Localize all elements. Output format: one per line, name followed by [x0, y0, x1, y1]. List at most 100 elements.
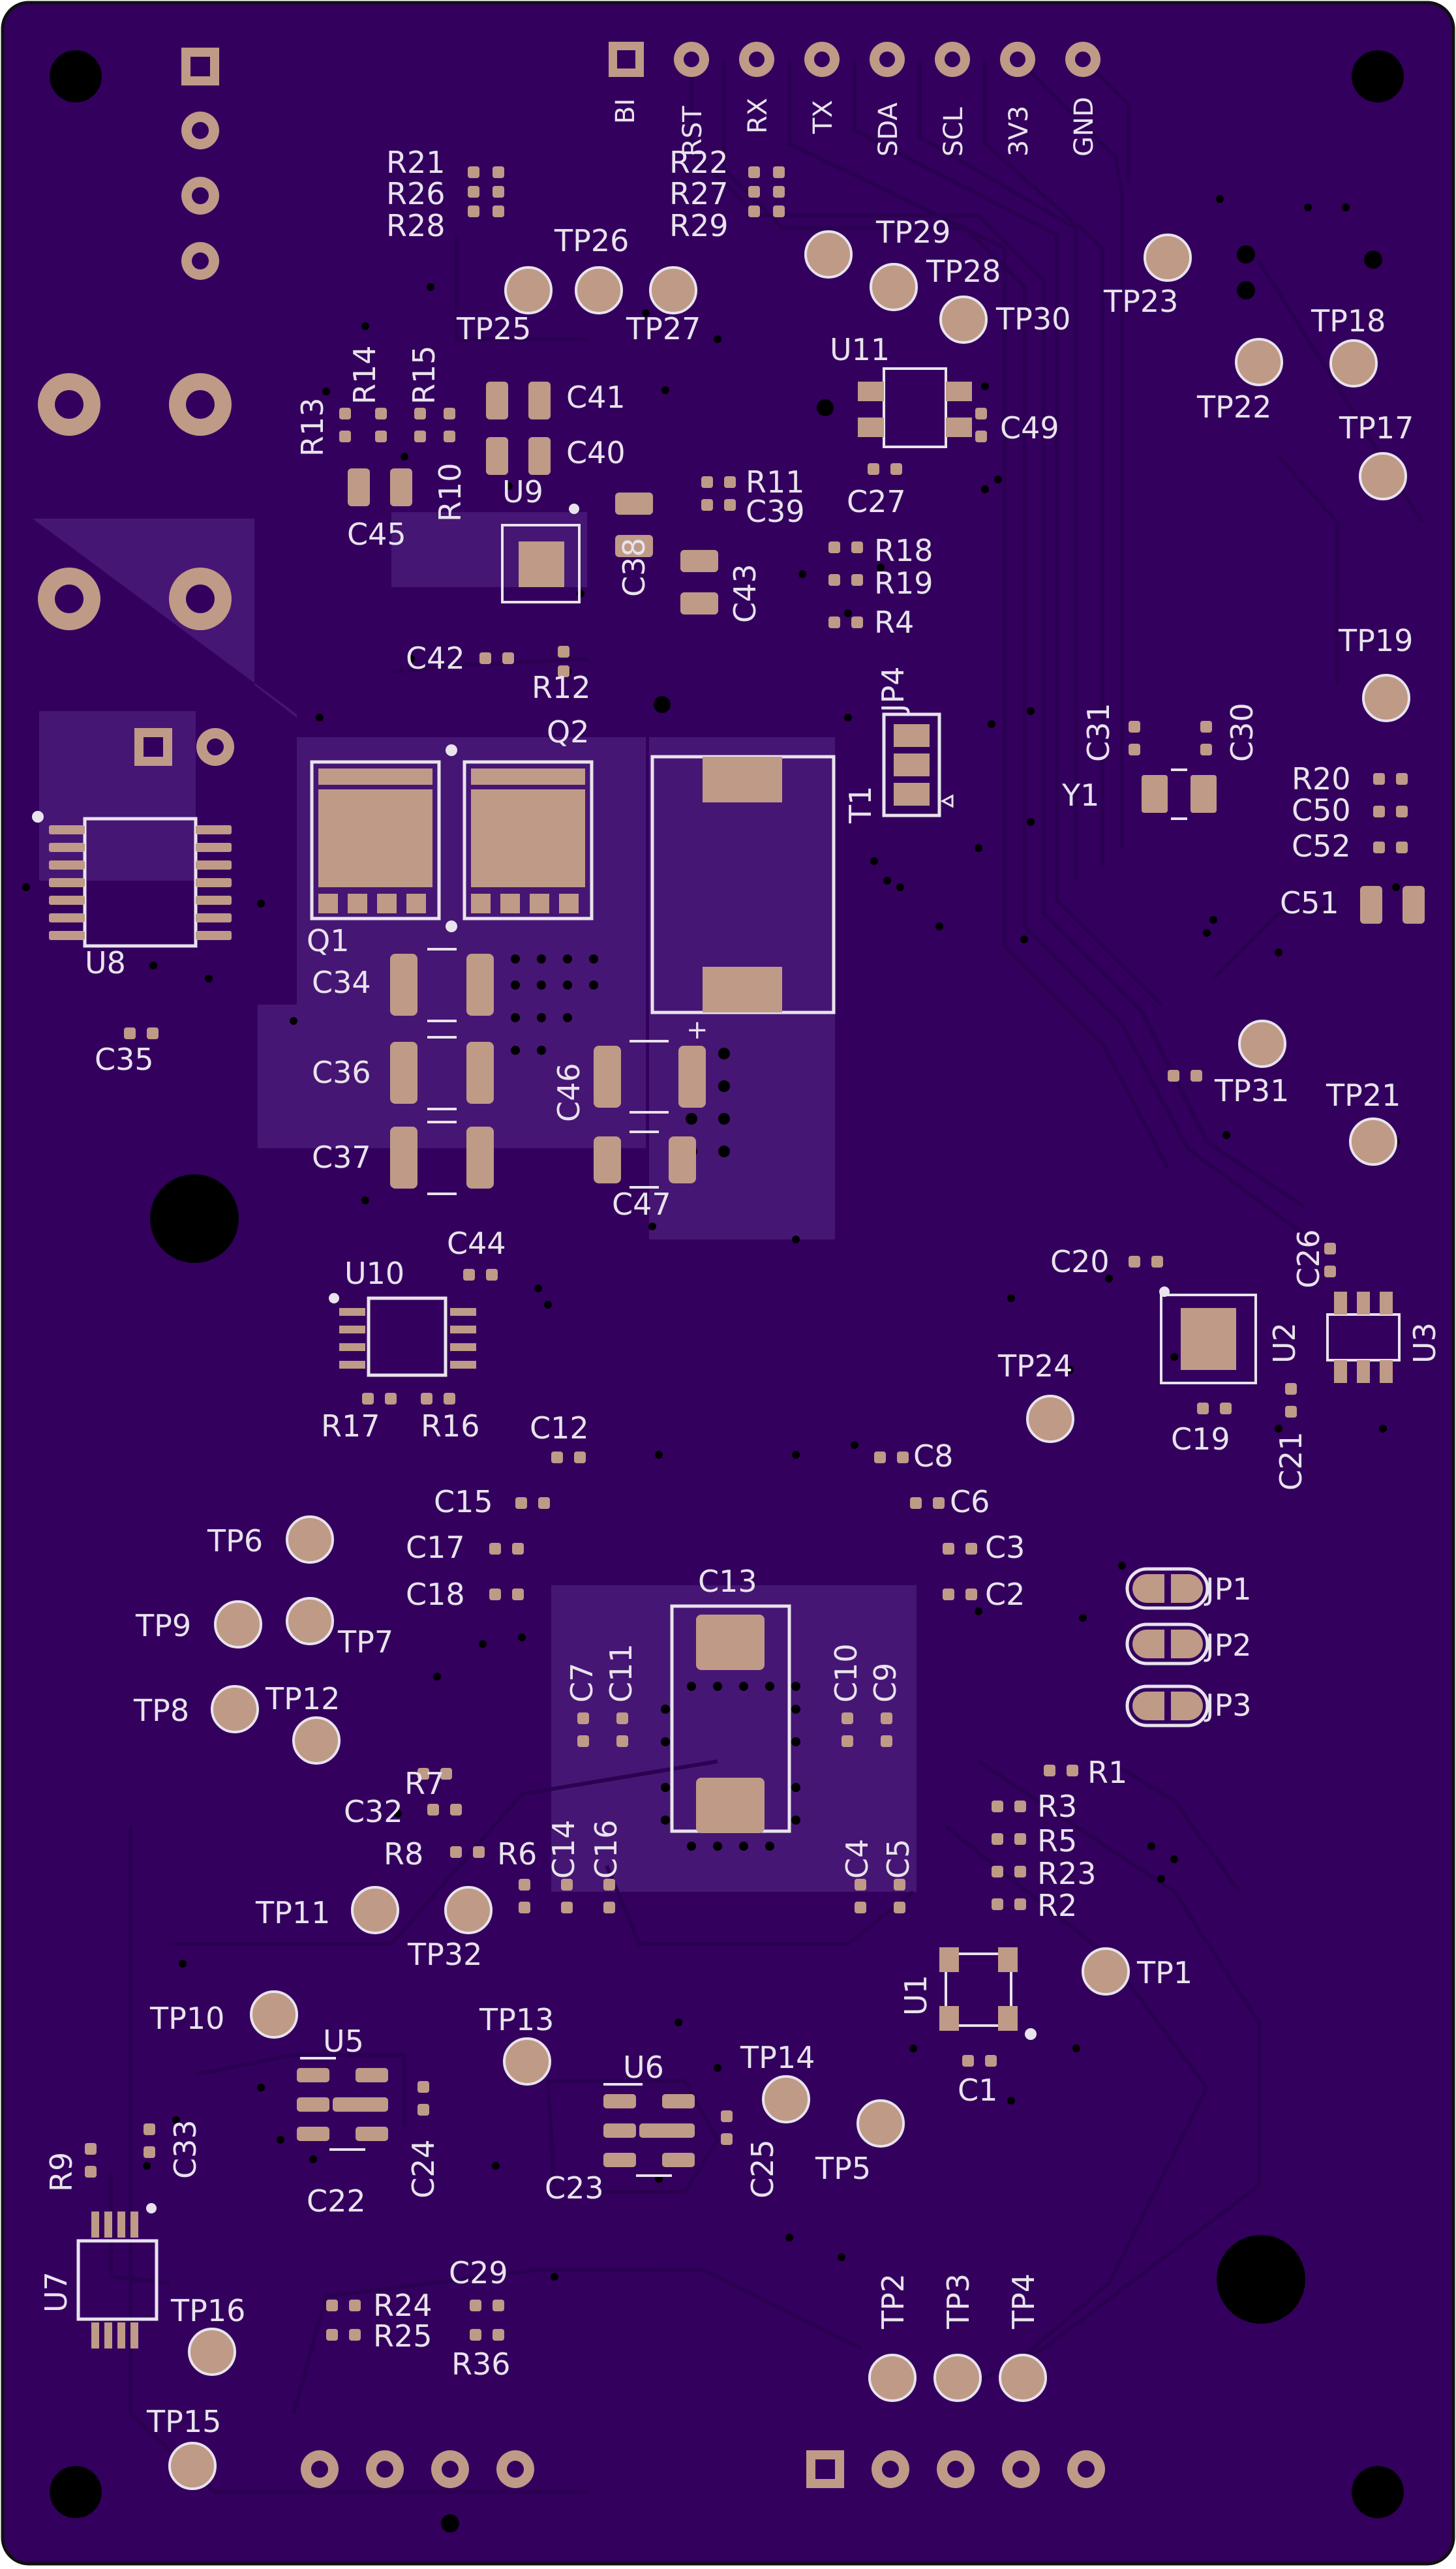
ref-label: T1 [843, 786, 878, 824]
ref-label: R12 [532, 670, 591, 705]
ref-label: TP12 [265, 1681, 340, 1716]
ref-label: C14 [546, 1819, 581, 1879]
ref-label: C31 [1081, 703, 1116, 762]
ref-label: C9 [868, 1663, 903, 1703]
header-pin-label: 3V3 [1004, 106, 1034, 157]
ref-label: TP2 [875, 2273, 911, 2330]
header-pin-label: TX [808, 100, 838, 134]
ref-label: R23 [1037, 1856, 1097, 1891]
battery-connector [134, 728, 234, 766]
ref-label: JP1 [1204, 1572, 1252, 1607]
ref-label: C10 [828, 1643, 864, 1703]
ref-label: TP19 [1338, 623, 1413, 658]
header-pin-label: RST [678, 106, 708, 157]
u5-chip [297, 2057, 388, 2151]
ref-label: TP29 [875, 215, 950, 250]
ref-label: C13 [698, 1564, 757, 1599]
test-points [168, 230, 1410, 2490]
ref-label: U5 [323, 2024, 364, 2059]
ref-label: C30 [1224, 703, 1260, 762]
ref-label: R3 [1037, 1789, 1077, 1824]
left-header [181, 48, 219, 280]
u1-chip [939, 1947, 1037, 2040]
ref-label: U6 [623, 2050, 664, 2085]
bulk-capacitor: + [650, 755, 836, 1045]
ref-label: C21 [1273, 1431, 1309, 1491]
ref-label: C24 [406, 2139, 441, 2198]
ref-label: C41 [566, 380, 626, 415]
ref-label: TP30 [995, 301, 1070, 337]
ref-label: TP13 [479, 2002, 554, 2037]
large-capacitors [348, 382, 1425, 1189]
ref-label: R24 [373, 2288, 432, 2323]
ref-label: C4 [840, 1839, 875, 1879]
ref-label: C27 [847, 484, 906, 519]
ref-label: R19 [874, 566, 933, 601]
ref-label: R28 [386, 208, 446, 243]
ref-label: TP21 [1326, 1078, 1401, 1113]
capacitor-outlines [427, 768, 1187, 1195]
ref-label: TP3 [941, 2273, 976, 2330]
u11-chip [858, 367, 972, 448]
ref-label: R14 [347, 346, 382, 405]
ref-label: C2 [985, 1577, 1025, 1612]
ref-label: C16 [588, 1819, 624, 1879]
ref-label: C15 [434, 1484, 493, 1519]
ref-label: C37 [312, 1140, 371, 1175]
ref-label: R21 [386, 145, 446, 180]
ref-label: R9 [44, 2152, 79, 2192]
header-pin-label: RX [743, 98, 773, 134]
ref-label: R20 [1292, 761, 1351, 797]
u2-chip [1159, 1286, 1257, 1384]
ref-label: C33 [168, 2120, 203, 2179]
ref-label: C35 [95, 1042, 154, 1077]
ref-label: C12 [530, 1410, 589, 1446]
ref-label: C40 [566, 435, 626, 470]
ref-label: C23 [545, 2170, 604, 2206]
ref-label: R36 [451, 2347, 511, 2382]
u10-chip [329, 1293, 476, 1377]
header-pin-label: SCL [939, 107, 969, 157]
ref-label: TP23 [1103, 284, 1178, 319]
svg-text:+: + [686, 1015, 708, 1045]
ref-label: TP18 [1311, 303, 1386, 339]
ref-label: U9 [502, 474, 543, 509]
ref-label: TP10 [149, 2001, 224, 2036]
ref-label: C22 [307, 2183, 366, 2219]
ref-label: R6 [497, 1836, 537, 1872]
ref-label: C1 [958, 2073, 997, 2108]
ref-label: R15 [406, 346, 442, 405]
mosfets [310, 744, 594, 932]
ref-label: C25 [745, 2139, 780, 2198]
header-pin-label: SDA [873, 102, 903, 157]
bottom-headers [301, 2450, 1105, 2488]
ref-label: C46 [551, 1063, 586, 1122]
ref-label: TP6 [207, 1523, 263, 1558]
ref-label: C51 [1280, 885, 1339, 920]
ref-label: R10 [432, 463, 468, 523]
ref-label: TP24 [997, 1348, 1072, 1384]
ref-label: R1 [1087, 1755, 1127, 1790]
component-labels: R21 R26 R28 R22 R27 R29 TP25 TP26 TP27 T… [38, 145, 1442, 2439]
ref-label: R17 [321, 1408, 380, 1444]
header-pin-label: BI [611, 99, 641, 124]
ref-label: C32 [344, 1794, 403, 1829]
ref-label: JP4 [875, 666, 911, 714]
ref-label: R22 [669, 145, 729, 180]
ref-label: U7 [38, 2272, 74, 2313]
ref-label: TP26 [554, 223, 629, 258]
ref-label: U10 [344, 1256, 404, 1291]
u8-chip [32, 811, 232, 948]
ref-label: TP16 [170, 2293, 245, 2328]
ref-label: C11 [603, 1643, 639, 1703]
ref-label: TP11 [255, 1895, 330, 1930]
header-pin-label: GND [1069, 97, 1099, 157]
ref-label: TP32 [407, 1937, 482, 1972]
ref-label: R11 [746, 464, 805, 500]
ref-label: U1 [898, 1975, 933, 2016]
ref-label: TP7 [337, 1624, 393, 1660]
ref-label: C7 [564, 1663, 599, 1703]
ref-label: R27 [669, 176, 729, 211]
